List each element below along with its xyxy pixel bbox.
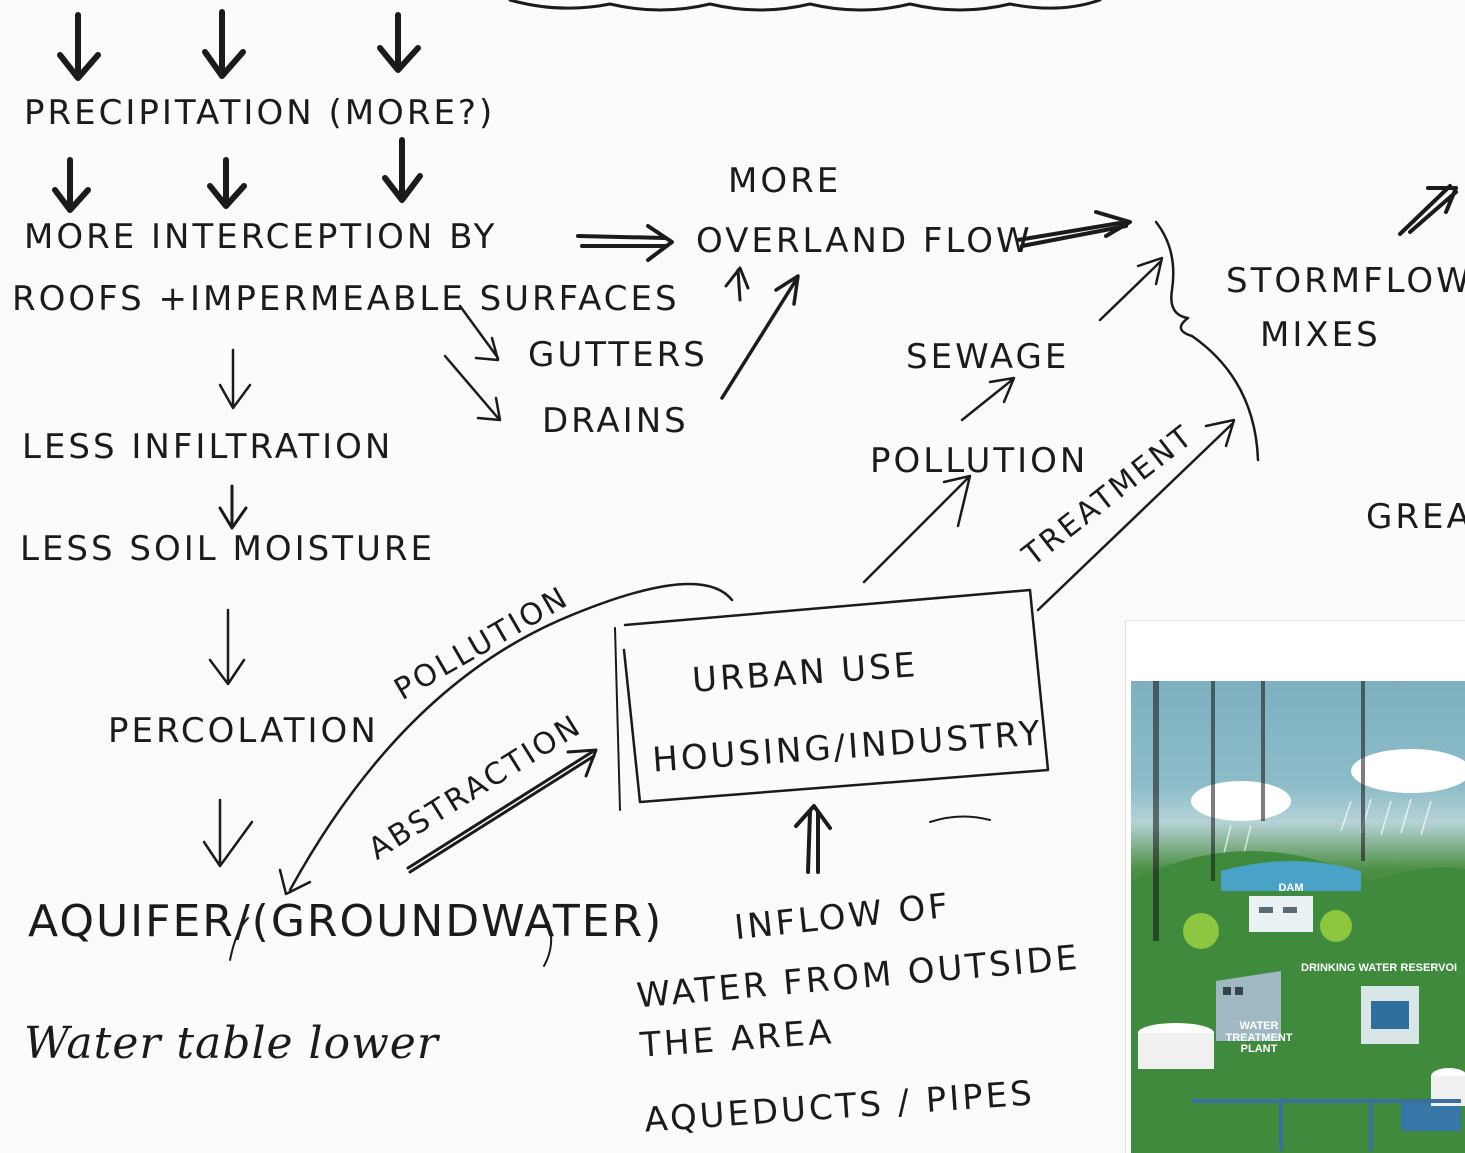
plant-label: WATER TREATMENT PLANT (1225, 1020, 1293, 1056)
infiltration-label: LESS INFILTRATION (22, 427, 394, 467)
dam-label: DAM (1278, 882, 1304, 894)
stormflow-label: STORMFLOW (1226, 261, 1465, 301)
precipitation-label: PRECIPITATION (MORE?) (24, 93, 496, 133)
interception-label-2: ROOFS +IMPERMEABLE SURFACES (12, 279, 680, 319)
water-table-label: Water table lower (24, 1018, 439, 1069)
sewage-label: SEWAGE (906, 337, 1070, 377)
inflow-arrow (794, 804, 832, 874)
water-cycle-illustration: DAM DRINKING WATER RESERVOI WATER TREATM… (1125, 620, 1465, 1153)
urban-use-box (622, 588, 1050, 804)
percolation-label: PERCOLATION (108, 711, 379, 751)
scan-stripe (1361, 681, 1365, 861)
scan-stripe (1211, 681, 1215, 881)
overland-flow-label: OVERLAND FLOW (696, 221, 1033, 261)
drains-label: DRAINS (542, 401, 689, 441)
cloud-edge (508, 0, 1102, 12)
abstraction-arrow (406, 748, 598, 874)
soil-moisture-label: LESS SOIL MOISTURE (20, 529, 435, 569)
precip-in-arrows (57, 9, 421, 81)
aquifer-label: AQUIFER/(GROUNDWATER) (28, 896, 664, 947)
mixes-label: MIXES (1260, 315, 1381, 355)
pollution-curve (278, 582, 734, 896)
interception-label-1: MORE INTERCEPTION BY (24, 217, 498, 257)
overland-more-label: MORE (728, 161, 842, 201)
grea-label: GREA (1366, 497, 1465, 537)
pollution-right-label: POLLUTION (870, 441, 1089, 481)
stormflow-bracket (1154, 220, 1260, 462)
gutters-label: GUTTERS (528, 335, 708, 375)
precip-out-arrows (52, 137, 423, 213)
scan-stripe (1261, 681, 1265, 821)
illustration-scene: DAM DRINKING WATER RESERVOI WATER TREATM… (1131, 681, 1465, 1153)
reservoir-label: DRINKING WATER RESERVOI (1301, 962, 1458, 974)
arrow-overland-to-storm (1016, 210, 1132, 248)
arrow-to-overland (576, 224, 674, 262)
illustration-shapes (1131, 749, 1465, 1153)
scan-stripe (1153, 681, 1159, 941)
